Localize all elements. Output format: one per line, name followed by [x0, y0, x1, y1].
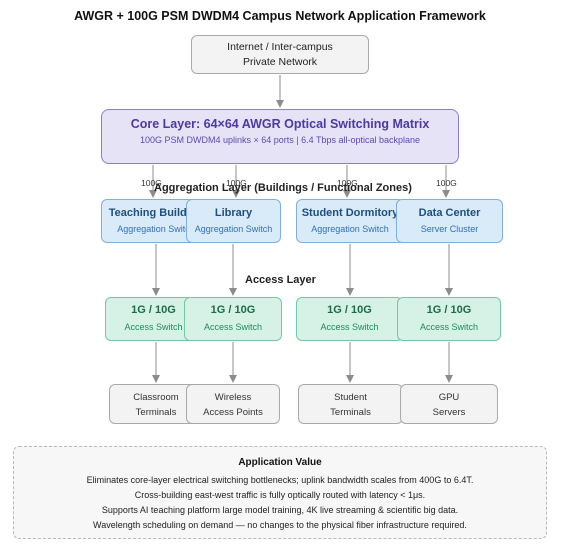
aggregation-subtitle: Aggregation Switch [117, 224, 195, 234]
aggregation-subtitle: Aggregation Switch [311, 224, 389, 234]
application-value-heading: Application Value [238, 457, 322, 468]
uplink-label: 100G [436, 178, 457, 188]
aggregation-title: Library [214, 207, 253, 219]
aggregation-layer-label: Aggregation Layer (Buildings / Functiona… [154, 182, 412, 194]
aggregation-node-datacenter: Data Center Server Cluster [396, 199, 503, 243]
access-title: 1G / 10G [131, 304, 176, 316]
terminal-node-gpu: GPU Servers [400, 384, 498, 424]
access-title: 1G / 10G [426, 304, 472, 316]
terminal-line1: Student [334, 392, 367, 403]
application-value-line: Supports AI teaching platform large mode… [101, 505, 459, 515]
access-node: 1G / 10G Access Switch [296, 297, 403, 341]
access-layer-label: Access Layer [245, 274, 316, 286]
terminal-line1: Wireless [214, 392, 252, 403]
terminal-line2: Access Points [203, 407, 263, 418]
terminal-line2: Terminals [135, 407, 177, 418]
application-value-line: Cross-building east-west traffic is full… [134, 490, 426, 500]
internet-line1: Internet / Inter-campus [227, 41, 333, 53]
access-subtitle: Access Switch [124, 322, 183, 332]
internet-node: Internet / Inter-campus Private Network [191, 35, 369, 74]
uplink-label: 100G [337, 178, 358, 188]
core-subtitle: 100G PSM DWDM4 uplinks × 64 ports | 6.4 … [139, 135, 421, 145]
core-layer-node: Core Layer: 64×64 AWGR Optical Switching… [101, 109, 459, 164]
aggregation-node-library: Library Aggregation Switch [186, 199, 281, 243]
aggregation-title: Student Dormitory [301, 207, 399, 219]
terminal-line1: GPU [438, 392, 460, 403]
aggregation-node-dormitory: Student Dormitory Aggregation Switch [296, 199, 404, 243]
access-node: 1G / 10G Access Switch [397, 297, 501, 341]
internet-line2: Private Network [242, 56, 318, 68]
terminal-node-student: Student Terminals [298, 384, 403, 424]
terminal-line2: Terminals [330, 407, 371, 418]
application-value-line: Wavelength scheduling on demand — no cha… [93, 520, 467, 530]
core-title: Core Layer: 64×64 AWGR Optical Switching… [130, 117, 430, 131]
access-subtitle: Access Switch [419, 322, 479, 332]
aggregation-subtitle: Aggregation Switch [194, 224, 273, 234]
terminal-node-wireless: Wireless Access Points [186, 384, 280, 424]
terminal-line2: Servers [432, 407, 466, 418]
access-subtitle: Access Switch [203, 322, 263, 332]
application-value-line: Eliminates core-layer electrical switchi… [86, 475, 474, 485]
uplink-label: 100G [141, 178, 162, 188]
application-value-panel: Application Value Eliminates core-layer … [13, 446, 547, 539]
uplink-label: 100G [226, 178, 247, 188]
access-title: 1G / 10G [210, 304, 256, 316]
access-node: 1G / 10G Access Switch [184, 297, 282, 341]
diagram-title: AWGR + 100G PSM DWDM4 Campus Network App… [74, 9, 486, 23]
aggregation-title: Teaching Building [108, 207, 204, 219]
aggregation-subtitle: Server Cluster [420, 224, 479, 234]
access-subtitle: Access Switch [320, 322, 379, 332]
terminal-line1: Classroom [133, 392, 179, 403]
access-title: 1G / 10G [327, 304, 372, 316]
aggregation-title: Data Center [418, 207, 481, 219]
